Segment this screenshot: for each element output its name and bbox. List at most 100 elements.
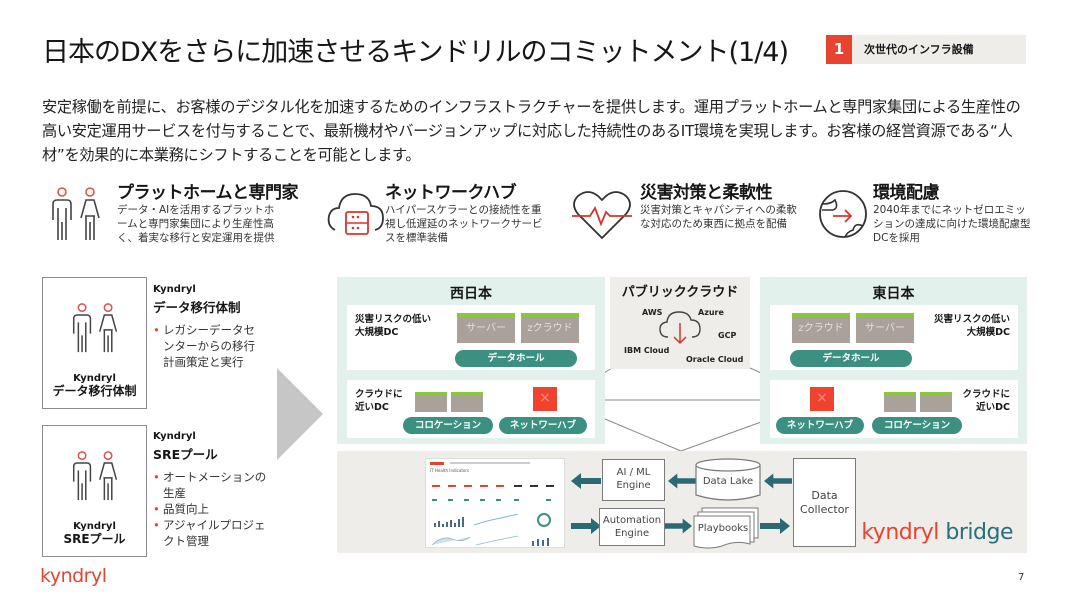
persona-title: SREプール (153, 447, 218, 462)
cloud-provider-oracle: Oracle Cloud (686, 355, 744, 364)
persona-caption-title: データ移行体制 (52, 384, 137, 398)
feature-body: 2040年までにネットゼロエミッションの達成に向けた環境配慮型DCを採用 (873, 204, 1031, 244)
section-tag: 1 次世代のインフラ設備 (826, 35, 1026, 64)
colocation-pill: コロケーション (403, 417, 493, 434)
feature-platform: プラットホームと専門家 データ・AIを活用するプラットホームと専門家集団により生… (45, 178, 315, 263)
z-cloud-block: zクラウド (521, 313, 579, 343)
logo-bridge-text: bridge (945, 520, 1013, 545)
colo-rack (415, 392, 447, 412)
people-icon (72, 451, 118, 501)
cloud-provider-azure: Azure (698, 308, 724, 317)
public-cloud-title: パブリッククラウド (621, 285, 739, 300)
region-title: 西日本 (450, 286, 492, 302)
feature-body: データ・AIを活用するプラットホームと専門家集団により生産性高く、着実な移行と安… (117, 204, 275, 244)
kyndryl-logo: kyndryl (40, 565, 107, 587)
page-number: 7 (1018, 572, 1025, 583)
region-west-japan: 西日本 災害リスクの低い 大規模DC サーバー zクラウド データホール クラウ… (337, 277, 605, 444)
region-title: 東日本 (872, 286, 915, 302)
persona-card-sre: Kyndryl SREプール (42, 425, 147, 557)
feature-body: ハイパースケラーとの接続性を重視し低遅延のネットワークサービスを標準装備 (385, 204, 543, 244)
data-hall-pill: データホール (455, 350, 577, 367)
feature-title: 環境配慮 (873, 183, 940, 203)
persona-caption: Kyndryl SREプール (43, 520, 146, 546)
server-block: サーバー (856, 313, 914, 343)
server-block: サーバー (457, 313, 515, 343)
network-hub-pill: ネットワーハブ (499, 417, 587, 434)
feature-body: 災害対策とキャパシティへの柔軟な対応のため東西に拠点を配備 (640, 204, 797, 230)
persona-caption-title: SREプール (63, 532, 126, 546)
people-icon (52, 187, 100, 240)
persona-bullets: レガシーデータセンターからの移行計画策定と実行 (153, 322, 263, 370)
large-dc-label: 災害リスクの低い 大規模DC (933, 314, 1010, 338)
near-dc-label: クラウドに 近いDC (962, 389, 1010, 413)
region-east-japan: 東日本 zクラウド サーバー 災害リスクの低い 大規模DC データホール クラウ… (760, 277, 1027, 444)
chevron-right-icon (277, 368, 323, 460)
feature-disaster-recovery: 災害対策と柔軟性 災害対策とキャパシティへの柔軟な対応のため東西に拠点を配備 (570, 178, 810, 263)
persona-card-migration: Kyndryl データ移行体制 (42, 277, 147, 409)
feature-network-hub: ネットワークハブ ハイパースケラーとの接続性を重視し低遅延のネットワークサービス… (325, 178, 565, 263)
persona-brand: Kyndryl (153, 431, 196, 442)
network-hub-node (810, 387, 834, 411)
persona-caption: Kyndryl データ移行体制 (43, 372, 146, 398)
automation-engine-box: Automation Engine (599, 508, 665, 546)
ai-ml-engine-box: AI / ML Engine (602, 459, 665, 501)
near-dc-panel: クラウドに 近いDC コロケーション ネットワーハブ (347, 380, 595, 438)
large-dc-panel: zクラウド サーバー 災害リスクの低い 大規模DC データホール (770, 305, 1018, 370)
network-hub-pill: ネットワーハブ (776, 417, 864, 434)
colo-rack (451, 392, 483, 412)
dashboard-widgets (431, 485, 554, 546)
page-title: 日本のDXをさらに加速させるキンドリルのコミットメント(1/4) (42, 37, 789, 68)
section-number: 1 (826, 35, 852, 64)
cloud-provider-gcp: GCP (718, 331, 737, 340)
persona-caption-brand: Kyndryl (73, 373, 116, 384)
colocation-pill: コロケーション (872, 417, 962, 434)
data-lake-cylinder (695, 458, 761, 501)
persona-brand: Kyndryl (153, 284, 196, 295)
persona-bullet: オートメーションの生産 (153, 469, 273, 501)
persona-bullet: 品質向上 (153, 501, 273, 517)
cloud-provider-aws: AWS (642, 308, 663, 317)
cloud-download-icon (659, 311, 701, 345)
persona-bullets: オートメーションの生産 品質向上 アジャイルプロジェクト管理 (153, 469, 273, 549)
dashboard-thumbnail: IT Health Indicators (425, 458, 565, 548)
large-dc-label: 災害リスクの低い 大規模DC (355, 314, 432, 338)
section-label: 次世代のインフラ設備 (864, 43, 974, 56)
large-dc-panel: 災害リスクの低い 大規模DC サーバー zクラウド データホール (347, 305, 595, 370)
feature-title: ネットワークハブ (385, 183, 517, 203)
arrow-right-icon (664, 518, 692, 534)
persona-title: データ移行体制 (153, 300, 241, 315)
arrow-left-icon (668, 473, 696, 489)
public-cloud-panel: パブリッククラウド AWS Azure GCP IBM Cloud Oracle… (610, 277, 750, 369)
feature-environment: 環境配慮 2040年までにネットゼロエミッションの達成に向けた環境配慮型DCを採… (815, 178, 1035, 263)
feature-title: プラットホームと専門家 (117, 183, 299, 203)
colo-rack (920, 392, 952, 412)
colo-rack (884, 392, 916, 412)
kyndryl-bridge-logo: kyndryl bridge (861, 520, 1013, 545)
dashboard-nav (450, 462, 530, 464)
cloud-server-icon (327, 193, 384, 235)
logo-kyndryl-text: kyndryl (861, 520, 939, 545)
data-lake-label: Data Lake (702, 476, 754, 487)
data-hall-pill: データホール (790, 350, 912, 367)
persona-bullet: アジャイルプロジェクト管理 (153, 517, 273, 549)
arrow-left-icon (571, 473, 601, 489)
feature-title: 災害対策と柔軟性 (640, 183, 773, 203)
persona-description-migration: Kyndryl データ移行体制 レガシーデータセンターからの移行計画策定と実行 (153, 284, 263, 370)
playbooks-label: Playbooks (697, 523, 749, 534)
lead-paragraph: 安定稼働を前提に、お客様のデジタル化を加速するためのインフラストラクチャーを提供… (42, 98, 1021, 164)
persona-description-sre: Kyndryl SREプール オートメーションの生産 品質向上 アジャイルプロジ… (153, 431, 273, 549)
people-icon (72, 303, 118, 353)
globe-arrow-icon (819, 190, 867, 238)
persona-caption-brand: Kyndryl (73, 521, 116, 532)
arrow-left-icon (764, 473, 792, 489)
data-collector-box: Data Collector (793, 458, 856, 547)
cloud-provider-ibm: IBM Cloud (624, 346, 670, 355)
near-dc-panel: クラウドに 近いDC ネットワーハブ コロケーション (770, 380, 1018, 438)
network-hub-node (533, 387, 557, 411)
persona-bullet: レガシーデータセンターからの移行計画策定と実行 (153, 322, 263, 370)
arrow-right-icon (571, 518, 601, 534)
arrow-right-icon (760, 518, 790, 534)
dashboard-title: IT Health Indicators (430, 468, 470, 473)
kyndryl-bridge-panel: IT Health Indicators AI / ML Engine Auto… (337, 451, 1027, 553)
heart-pulse-icon (572, 191, 632, 240)
